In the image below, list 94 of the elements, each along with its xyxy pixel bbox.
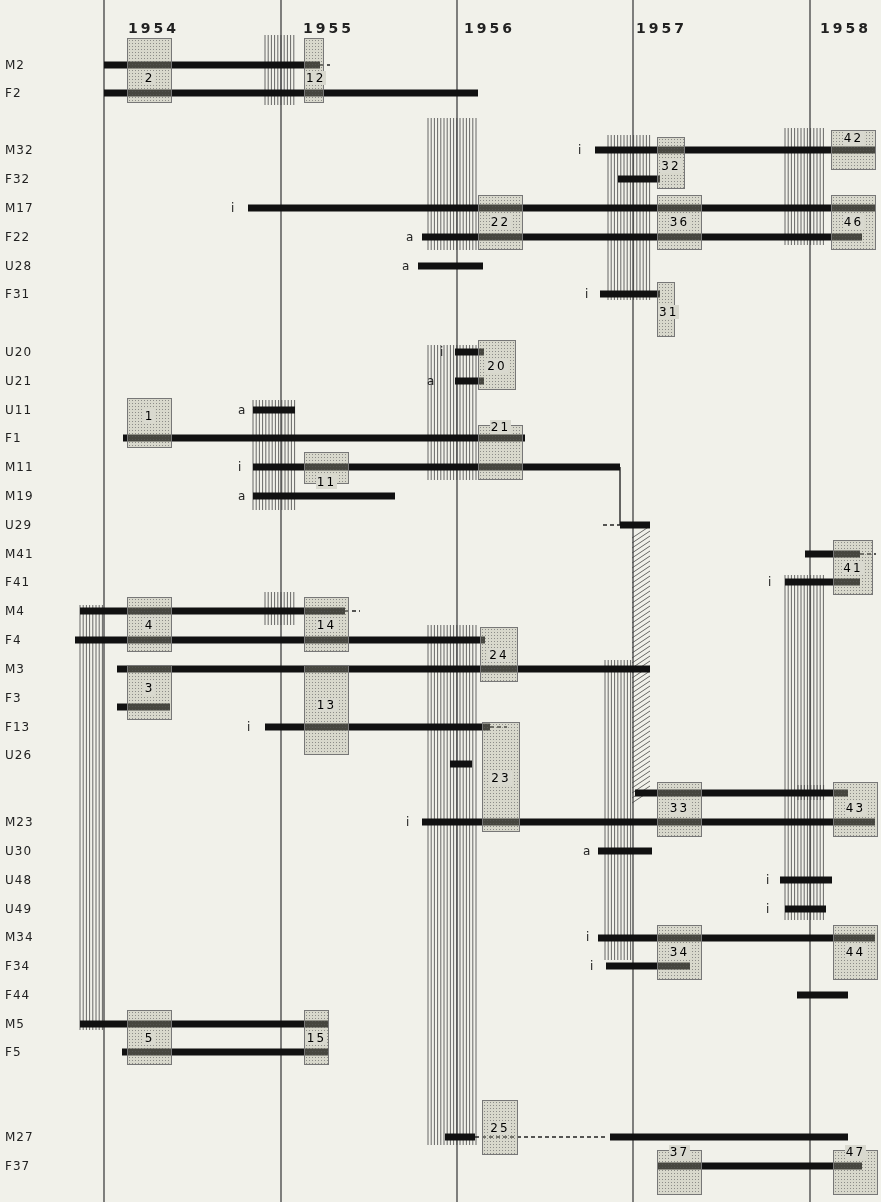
mark-letter: i [585,287,590,301]
row-label: M34 [5,930,34,944]
mark-letter: i [578,143,583,157]
row-label: U49 [5,902,33,916]
row-label: F2 [5,86,22,100]
mark-letter: i [590,959,595,973]
box-number: 2 [143,71,156,85]
row-label: F41 [5,575,31,589]
box-number: 43 [844,801,867,815]
box-number: 42 [842,131,865,145]
box-number: 12 [305,71,327,85]
year-label: 1956 [464,21,515,35]
row-label: U29 [5,518,33,532]
row-label: U30 [5,844,33,858]
mark-letter: i [231,201,236,215]
box-number: 34 [668,945,691,959]
row-label: F44 [5,988,31,1002]
box-number: 32 [660,159,682,173]
box-number: 15 [305,1031,328,1045]
row-label: U26 [5,748,33,762]
row-label: F1 [5,431,22,445]
box-number: 46 [842,215,865,229]
mark-letter: a [406,230,415,244]
box-number: 20 [486,359,508,373]
row-label: F22 [5,230,31,244]
mark-letter: a [583,844,592,858]
year-label: 1958 [820,21,871,35]
row-label: M4 [5,604,25,618]
row-label: M17 [5,201,34,215]
mark-letter: a [238,489,247,503]
row-label: M3 [5,662,25,676]
box-number: 24 [488,648,510,662]
row-label: F5 [5,1045,22,1059]
mark-letter: i [586,930,591,944]
box-number: 33 [668,801,691,815]
box-number: 36 [668,215,691,229]
box-number: 22 [489,215,512,229]
box-number: 21 [489,420,512,434]
row-label: M2 [5,58,25,72]
mark-letter: i [440,345,445,359]
row-label: M19 [5,489,34,503]
stippled-box [127,665,172,720]
row-label: M23 [5,815,34,829]
row-label: M11 [5,460,34,474]
stippled-box [127,38,172,103]
year-label: 1954 [128,21,179,35]
row-label: F4 [5,633,22,647]
stippled-box [127,597,172,652]
box-number: 5 [143,1031,156,1045]
row-label: F13 [5,720,31,734]
box-number: 31 [658,305,680,319]
row-label: F32 [5,172,31,186]
row-label: U11 [5,403,33,417]
row-label: F34 [5,959,31,973]
row-label: M41 [5,547,34,561]
box-number: 14 [315,618,338,632]
mark-letter: i [768,575,773,589]
box-number: 37 [668,1145,691,1159]
mark-letter: a [427,374,436,388]
row-label: M5 [5,1017,25,1031]
stippled-box [482,722,520,832]
box-number: 1 [143,409,156,423]
box-number: 3 [143,681,156,695]
year-label: 1957 [636,21,687,35]
box-number: 23 [490,771,512,785]
stippled-box [127,398,172,448]
row-label: M32 [5,143,34,157]
mark-letter: a [238,403,247,417]
stippled-box [478,340,516,390]
box-number: 44 [844,945,867,959]
box-number: 4 [143,618,156,632]
box-number: 41 [842,561,864,575]
row-label: U28 [5,259,33,273]
row-label: U20 [5,345,33,359]
stippled-box [304,665,349,755]
row-label: F3 [5,691,22,705]
mark-letter: i [247,720,252,734]
row-label: F31 [5,287,31,301]
mark-letter: i [238,460,243,474]
year-label: 1955 [303,21,354,35]
row-label: F37 [5,1159,31,1173]
row-label: U21 [5,374,33,388]
row-label: U48 [5,873,33,887]
mark-letter: i [766,873,771,887]
row-label: M27 [5,1130,34,1144]
stippled-box [482,1100,518,1155]
stippled-box [127,1010,172,1065]
box-number: 47 [844,1145,867,1159]
box-number: 25 [489,1121,511,1135]
mark-letter: i [766,902,771,916]
mark-letter: i [406,815,411,829]
mark-letter: a [402,259,411,273]
box-number: 11 [315,475,338,489]
box-number: 13 [315,698,338,712]
